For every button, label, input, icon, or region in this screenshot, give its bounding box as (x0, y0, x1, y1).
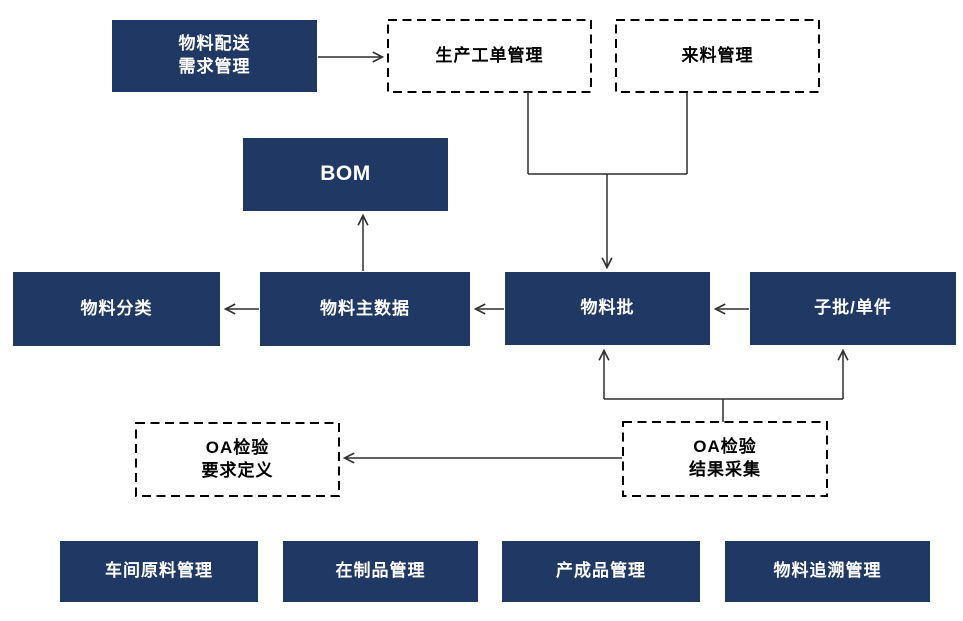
qa-result-outline (622, 421, 828, 497)
qa-requirement-outline (135, 422, 340, 497)
production-order-outline (387, 19, 592, 93)
node-bom: BOM (243, 138, 448, 211)
dashed-box-outlines (135, 19, 828, 497)
node-wip-management: 在制品管理 (283, 541, 478, 602)
node-qa-inspection-result: OA检验 结果采集 (689, 437, 761, 479)
node-material-category: 物料分类 (13, 272, 220, 346)
node-workshop-raw-material: 车间原料管理 (60, 541, 258, 602)
node-material-batch: 物料批 (505, 272, 710, 345)
node-sub-batch-unit: 子批/单件 (750, 272, 956, 345)
edge-merge-production-incoming (527, 92, 688, 175)
node-incoming-material: 来料管理 (681, 45, 754, 65)
node-finished-goods-management: 产成品管理 (502, 541, 700, 602)
node-qa-inspection-requirement: OA检验 要求定义 (201, 437, 274, 480)
edge-qa-result-branch (604, 398, 843, 422)
incoming-outline (615, 19, 820, 93)
node-production-work-order: 生产工单管理 (435, 45, 544, 65)
node-material-master-data: 物料主数据 (260, 272, 470, 346)
node-material-delivery-demand: 物料配送 需求管理 (112, 20, 317, 92)
node-material-traceability: 物料追溯管理 (725, 541, 930, 602)
